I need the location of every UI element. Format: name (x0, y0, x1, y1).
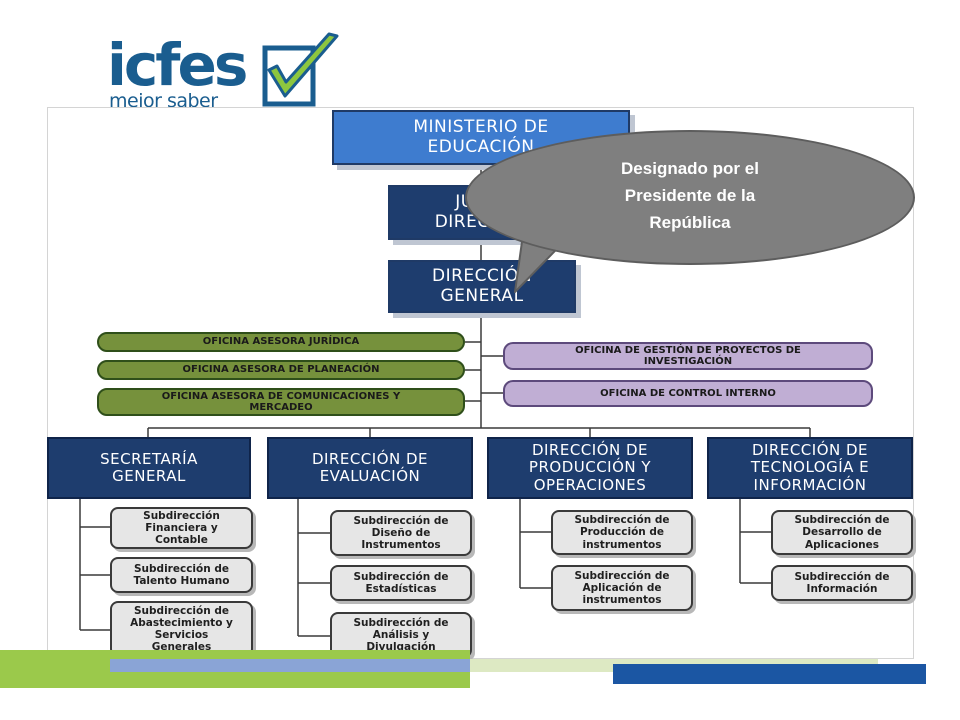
direction-line1: DIRECCIÓN DE (531, 441, 649, 460)
direction-line3: INFORMACIÓN (753, 475, 867, 494)
callout-text: Designado por el Presidente de la Repúbl… (565, 155, 815, 237)
callout-line1: Designado por el (621, 159, 759, 178)
logo-tagline: mejor saber (109, 90, 218, 112)
sub-line1: Subdirección de (574, 514, 670, 527)
direction-line2: GENERAL (112, 467, 186, 485)
sub-line3: instrumentos (582, 538, 662, 551)
office-planeacion: OFICINA ASESORA DE PLANEACIÓN (97, 360, 465, 380)
office-juridica: OFICINA ASESORA JURÍDICA (97, 332, 465, 352)
callout-line3: República (649, 213, 731, 233)
sub-line3: Instrumentos (361, 539, 441, 552)
office-label: OFICINA ASESORA JURÍDICA (202, 336, 360, 348)
sub-line2: Aplicación de (582, 581, 662, 594)
logo-wordmark: icfes (107, 31, 248, 99)
sub-line1: Subdirección de (134, 562, 229, 575)
checkmark-icon (262, 32, 339, 107)
direction-line3: OPERACIONES (533, 475, 647, 494)
sub-line1: Subdirección de (353, 514, 449, 527)
sub-line3: Aplicaciones (804, 538, 880, 551)
sub-line2: Análisis y (372, 628, 430, 641)
office-label: OFICINA ASESORA DE COMUNICACIONES Y (161, 390, 401, 402)
direction-line2: PRODUCCIÓN Y (528, 458, 652, 477)
sub-line1: Subdirección de (353, 570, 449, 583)
direction-line1: DIRECCIÓN DE (751, 441, 869, 460)
band-navy (613, 664, 926, 684)
direccion-general-line2: GENERAL (440, 285, 524, 306)
sub-line2: Información (806, 583, 878, 595)
office-label: OFICINA DE GESTIÓN DE PROYECTOS DE (575, 344, 801, 356)
direction-line1: SECRETARÍA (100, 449, 198, 468)
sub-line2: Abastecimiento y (130, 616, 233, 629)
sub-line2: Desarrollo de (802, 526, 882, 539)
sub-line2: Estadísticas (365, 583, 437, 595)
sub-line3: Servicios (154, 629, 209, 641)
office-label-line2: INVESTIGACIÓN (643, 356, 733, 367)
office-label: OFICINA ASESORA DE PLANEACIÓN (182, 364, 380, 376)
sub-line1: Subdirección de (574, 569, 670, 582)
direction-line2: EVALUACIÓN (319, 467, 421, 485)
office-label-line2: MERCADEO (249, 402, 313, 413)
sub-line1: Subdirección de (794, 570, 890, 583)
sub-line2: Talento Humano (133, 575, 230, 587)
sub-line2: Producción de (579, 526, 665, 539)
direction-line1: DIRECCIÓN DE (311, 449, 429, 468)
sub-line1: Subdirección de (353, 616, 449, 629)
sub-line3: instrumentos (582, 594, 662, 607)
office-label: OFICINA DE CONTROL INTERNO (600, 387, 776, 399)
band-periwinkle (110, 659, 526, 672)
ministerio-line1: MINISTERIO DE (413, 116, 549, 137)
sub-line2: Financiera y (145, 521, 218, 534)
icfes-logo: icfes mejor saber (105, 30, 345, 112)
sub-line1: Subdirección de (794, 514, 890, 527)
direccion-general-line1: DIRECCIÓN (431, 265, 532, 286)
callout-line2: Presidente de la (624, 186, 756, 206)
sub-line1: Subdirección de (134, 604, 229, 617)
ministerio-line2: EDUCACIÓN (427, 136, 535, 157)
callout-bubble (465, 130, 915, 265)
sub-line2: Diseño de (371, 526, 431, 539)
office-control-interno: OFICINA DE CONTROL INTERNO (503, 380, 873, 407)
direction-line2: TECNOLOGÍA E (750, 458, 870, 477)
sub-line3: Contable (155, 534, 208, 547)
sub-line1: Subdirección (143, 509, 220, 522)
